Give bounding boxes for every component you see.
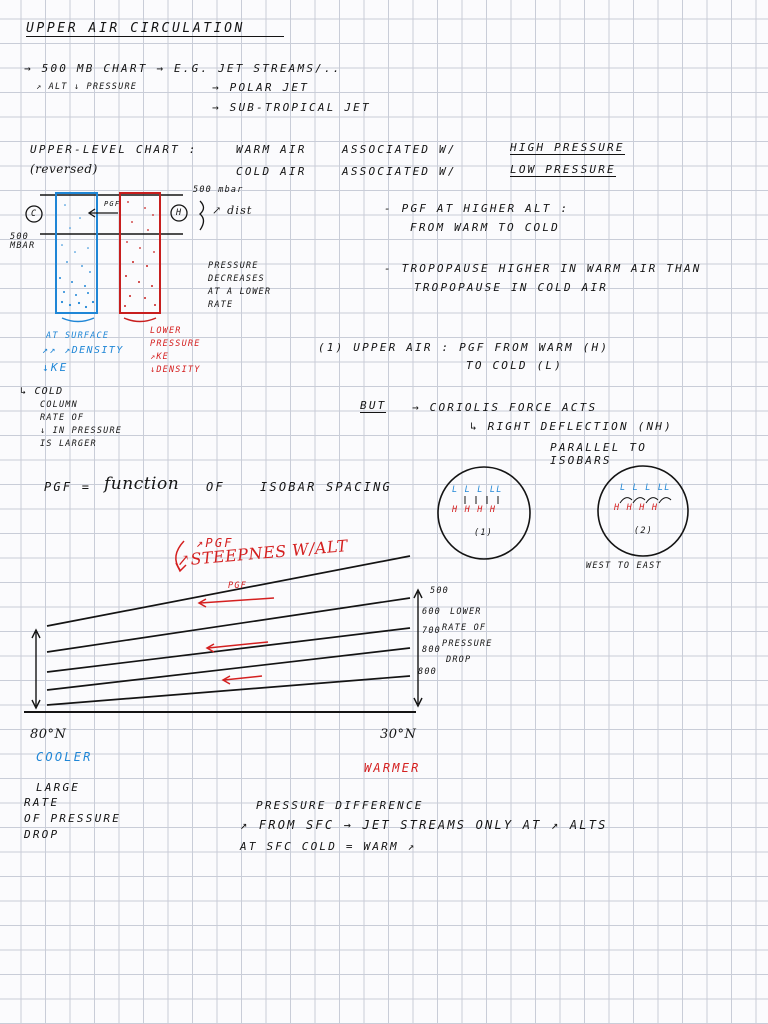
circle2-label: (2) [634, 526, 653, 536]
pgf-small-label: PGF [228, 581, 247, 591]
page-title: Upper Air Circulation [26, 22, 284, 37]
low-pressure-label: low pressure [510, 163, 616, 177]
upper-air-to-cold: to cold (L) [466, 359, 564, 372]
bullet-pgf-higher-alt: - PGF at higher alt : [384, 202, 570, 215]
lower-rate-3: pressure [442, 639, 493, 649]
coriolis-line: → coriolis force acts [412, 401, 598, 414]
large-rate-1: Large [36, 781, 81, 794]
bullet-tropopause: - tropopause higher in warm air than [384, 262, 702, 275]
pgf-equation-function: function [104, 474, 180, 494]
large-rate-3: of pressure [24, 812, 122, 825]
level-500: 500 [430, 586, 449, 596]
pgf-equation-of: of [206, 480, 225, 494]
but-label: But [360, 399, 387, 413]
level-600: 600 [422, 607, 441, 617]
red-note-1: lower [150, 326, 182, 336]
bullet-tropopause-sub: tropopause in cold air [414, 281, 609, 294]
column-left-mb: 500 mbar [10, 232, 36, 252]
cold-note-5: is larger [40, 439, 97, 449]
upper-level-reversed: (reversed) [30, 162, 98, 176]
circle2-low-letters: L L L LL [620, 483, 671, 493]
circle2-high-letters: H H H H [614, 503, 659, 513]
pressure-difference-title: Pressure difference [256, 799, 424, 812]
upper-air-line: (1) upper air : PGF from warm (H) [318, 341, 610, 354]
circle1-low-letters: L L L LL [452, 485, 503, 495]
red-note-4: ↓density [150, 365, 201, 375]
pressure-difference-line2: at sfc cold = warm ↗ [240, 840, 417, 853]
level-800b: 800 [418, 667, 437, 677]
cold-note-3: rate of [40, 413, 85, 423]
warm-associated: associated w/ [342, 143, 457, 156]
cold-air-label: cold air [236, 165, 307, 178]
circle1-high-letters: H H H H [452, 505, 497, 515]
deflection-line: ↳ right deflection (NH) [470, 420, 673, 433]
bullet-warm-to-cold: from warm to cold [410, 221, 560, 234]
high-pressure-label: high pressure [510, 141, 625, 155]
pressure-note-3: at a lower [208, 287, 272, 297]
column-c-label: C [31, 209, 38, 219]
parallel-line: parallel to [550, 441, 648, 454]
lower-rate-2: rate of [442, 623, 487, 633]
column-h-label: H [176, 208, 183, 218]
cold-note-1: ↳ cold [20, 386, 64, 397]
blue-note-1: at surface [46, 331, 110, 341]
latitude-30n: 30°N [380, 727, 417, 742]
cold-note-4: ↓ in pressure [40, 426, 123, 436]
intro-subtropical-jet: → sub-tropical jet [212, 101, 371, 114]
isobars-line: isobars [550, 454, 612, 467]
apgf-label: ↗PGF [196, 536, 234, 550]
level-800a: 800 [422, 645, 441, 655]
large-rate-2: rate [24, 796, 60, 809]
pressure-note-1: Pressure [208, 261, 259, 271]
lower-rate-1: lower [450, 607, 482, 617]
blue-note-2: ↗↗ ↗density [42, 345, 124, 356]
pressure-note-4: rate [208, 300, 234, 310]
pressure-note-2: decreases [208, 274, 265, 284]
red-note-3: ↗ke [150, 352, 169, 362]
large-rate-4: drop [24, 828, 60, 841]
level-700: 700 [422, 626, 441, 636]
pressure-difference-line1: ↗ from sfc → jet streams only at ↗ alts [240, 818, 608, 832]
cooler-label: cooler [36, 750, 93, 764]
column-dist: ↗ dist [212, 204, 253, 217]
upper-level-label: Upper-level chart : [30, 143, 198, 156]
intro-polar-jet: → polar jet [212, 81, 310, 94]
lower-rate-4: drop [446, 655, 472, 665]
circle1-label: (1) [474, 528, 493, 538]
west-to-east-label: west to east [586, 561, 662, 571]
cold-associated: associated w/ [342, 165, 457, 178]
latitude-80n: 80°N [30, 727, 67, 742]
red-note-2: pressure [150, 339, 201, 349]
column-pgf-label: PGF [104, 200, 121, 208]
warm-air-label: warm air [236, 143, 307, 156]
pgf-equation-lhs: PGF = [44, 480, 92, 494]
blue-note-3: ↓ke [42, 361, 69, 374]
intro-line-alt: ↗ alt ↓ pressure [36, 82, 138, 92]
warmer-label: warmer [364, 761, 421, 775]
pgf-equation-spacing: isobar spacing [260, 480, 392, 494]
column-top-mb: 500 mbar [193, 185, 244, 195]
intro-line-500mb: → 500 mb chart → e.g. jet streams/.. [24, 62, 342, 75]
cold-note-2: column [40, 400, 78, 410]
